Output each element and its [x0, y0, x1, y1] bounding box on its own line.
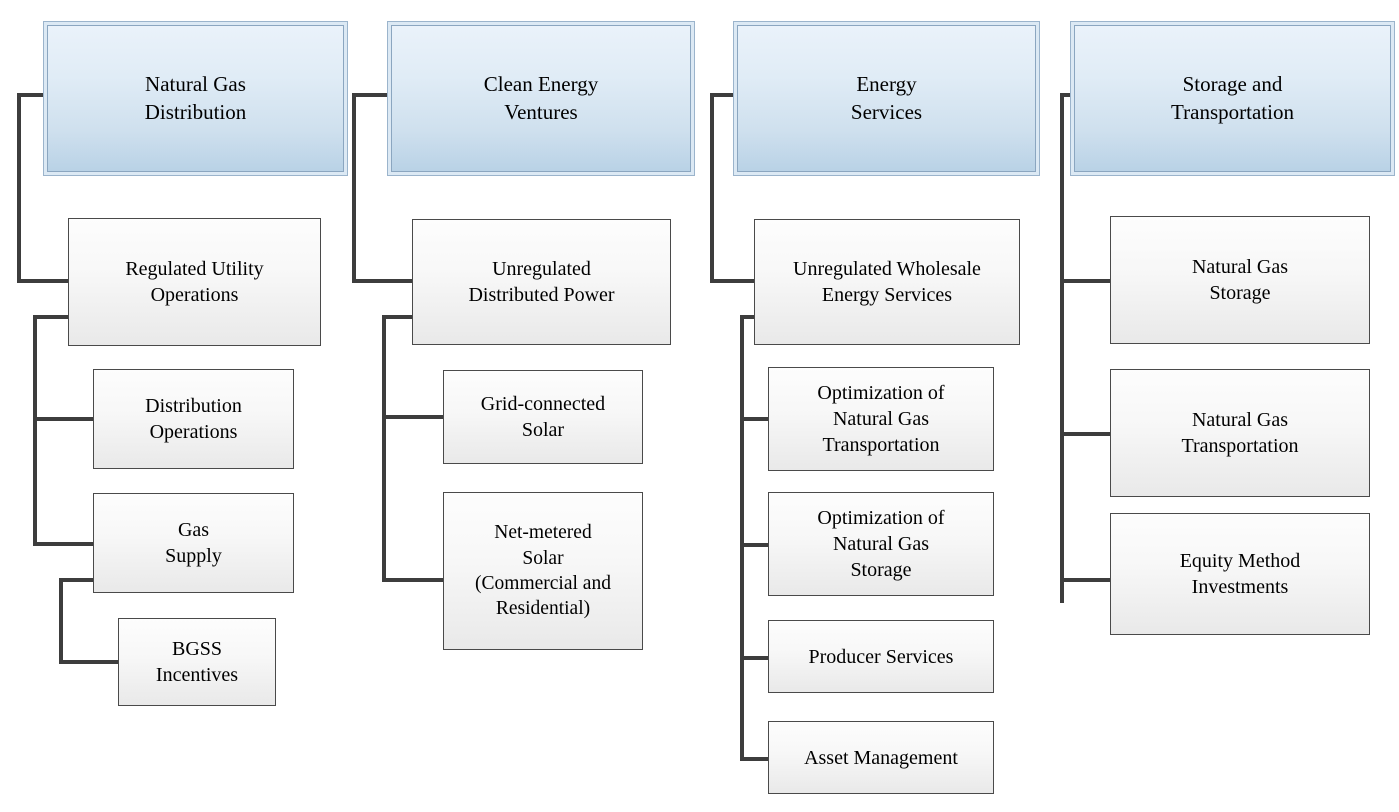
node-natural-gas-distribution[interactable]: Natural Gas Distribution [43, 21, 348, 176]
node-unregulated-wholesale-energy-services[interactable]: Unregulated Wholesale Energy Services [754, 219, 1020, 345]
connector-c1-head-stub [17, 93, 45, 97]
connector-c2-to-n3 [382, 578, 445, 582]
connector-c1-to-n3 [33, 542, 95, 546]
node-label: Natural Gas Distribution [47, 25, 344, 172]
connector-c4-to-n3 [1060, 578, 1112, 582]
connector-c3-trunk-main [710, 93, 714, 283]
node-net-metered-solar[interactable]: Net-metered Solar (Commercial and Reside… [443, 492, 643, 650]
node-energy-services[interactable]: Energy Services [733, 21, 1040, 176]
node-natural-gas-transportation[interactable]: Natural Gas Transportation [1110, 369, 1370, 497]
connector-c4-to-n1 [1060, 279, 1112, 283]
node-gas-supply[interactable]: Gas Supply [93, 493, 294, 593]
node-label: Storage and Transportation [1074, 25, 1391, 172]
connector-c4-trunk-main [1060, 93, 1064, 603]
connector-c3-to-n3 [740, 543, 772, 547]
node-clean-energy-ventures[interactable]: Clean Energy Ventures [387, 21, 695, 176]
node-storage-and-transportation[interactable]: Storage and Transportation [1070, 21, 1395, 176]
connector-c1-trunk-main [17, 93, 21, 283]
connector-c1-trunk-bgss [59, 578, 63, 664]
connector-c2-trunk-sub [382, 315, 386, 582]
connector-c1-to-n4 [59, 660, 120, 664]
node-asset-management[interactable]: Asset Management [768, 721, 994, 794]
connector-c3-trunk-sub [740, 315, 744, 761]
node-unregulated-distributed-power[interactable]: Unregulated Distributed Power [412, 219, 671, 345]
connector-c1-to-n1 [17, 279, 70, 283]
connector-c2-to-n1 [352, 279, 414, 283]
connector-c1-trunk-sub [33, 315, 37, 546]
node-optimization-natural-gas-storage[interactable]: Optimization of Natural Gas Storage [768, 492, 994, 596]
connector-c2-n1-stub [382, 315, 416, 319]
connector-c2-head-stub [352, 93, 390, 97]
node-optimization-natural-gas-transportation[interactable]: Optimization of Natural Gas Transportati… [768, 367, 994, 471]
connector-c3-n1-stub [740, 315, 762, 319]
connector-c3-to-n4 [740, 656, 772, 660]
node-distribution-operations[interactable]: Distribution Operations [93, 369, 294, 469]
connector-c1-to-n2 [33, 417, 95, 421]
node-label: Clean Energy Ventures [391, 25, 691, 172]
connector-c3-to-n1 [710, 279, 758, 283]
node-regulated-utility-operations[interactable]: Regulated Utility Operations [68, 218, 321, 346]
connector-c3-to-n2 [740, 417, 772, 421]
connector-c4-to-n2 [1060, 432, 1112, 436]
node-natural-gas-storage[interactable]: Natural Gas Storage [1110, 216, 1370, 344]
node-producer-services[interactable]: Producer Services [768, 620, 994, 693]
node-grid-connected-solar[interactable]: Grid-connected Solar [443, 370, 643, 464]
node-equity-method-investments[interactable]: Equity Method Investments [1110, 513, 1370, 635]
node-bgss-incentives[interactable]: BGSS Incentives [118, 618, 276, 706]
connector-c1-n3-stub [59, 578, 96, 582]
connector-c3-to-n5 [740, 757, 772, 761]
connector-c3-head-stub [710, 93, 738, 97]
connector-c2-to-n2 [382, 415, 445, 419]
connector-c1-n1-stub [33, 315, 70, 319]
connector-c2-trunk-main [352, 93, 356, 283]
node-label: Energy Services [737, 25, 1036, 172]
